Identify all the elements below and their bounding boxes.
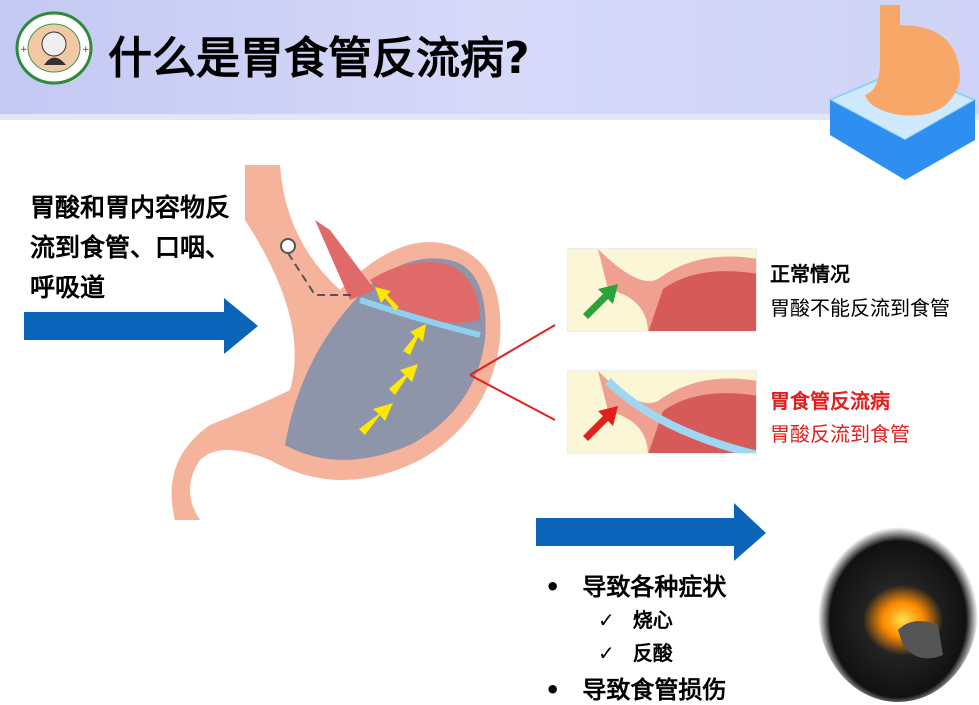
heartburn-image xyxy=(818,518,978,702)
reflux-description: 胃酸和胃内容物反 流到食管、口咽、 呼吸道 xyxy=(30,188,280,308)
stomach-icon xyxy=(827,5,978,180)
desc-line: 呼吸道 xyxy=(30,273,106,302)
desc-line: 胃酸和胃内容物反 xyxy=(30,193,231,222)
bullet-symptoms: • 导致各种症状 xyxy=(545,567,726,602)
normal-inset xyxy=(567,248,757,332)
bullet-text: 导致各种症状 xyxy=(582,573,727,601)
gerd-desc: 胃酸反流到食管 xyxy=(770,422,910,446)
gerd-inset xyxy=(567,370,757,454)
arrow-right-icon xyxy=(24,298,258,354)
bullet-icon: • xyxy=(545,573,561,601)
check-icon: ✓ xyxy=(598,641,615,665)
check-heartburn: ✓ 烧心 xyxy=(598,604,673,633)
svg-text:+: + xyxy=(82,45,90,55)
arrow-right-icon xyxy=(536,503,766,561)
bullet-damage: • 导致食管损伤 xyxy=(545,670,726,705)
page-title: 什么是胃食管反流病? xyxy=(108,33,530,84)
check-icon: ✓ xyxy=(598,608,615,632)
check-text: 反酸 xyxy=(632,641,673,665)
check-text: 烧心 xyxy=(632,608,673,632)
foundation-logo: ++ xyxy=(15,11,93,85)
green-arrow-icon xyxy=(583,284,618,319)
desc-line: 流到食管、口咽、 xyxy=(30,233,231,262)
svg-text:+: + xyxy=(20,45,28,55)
stomach-illustration xyxy=(171,165,556,520)
bullet-text: 导致食管损伤 xyxy=(582,676,727,704)
check-acid: ✓ 反酸 xyxy=(598,637,673,666)
normal-desc: 胃酸不能反流到食管 xyxy=(770,296,950,320)
bullet-icon: • xyxy=(545,676,561,704)
gerd-title: 胃食管反流病 xyxy=(770,389,890,413)
header-band xyxy=(0,0,979,120)
red-arrow-icon xyxy=(583,406,618,441)
normal-title: 正常情况 xyxy=(770,262,850,286)
